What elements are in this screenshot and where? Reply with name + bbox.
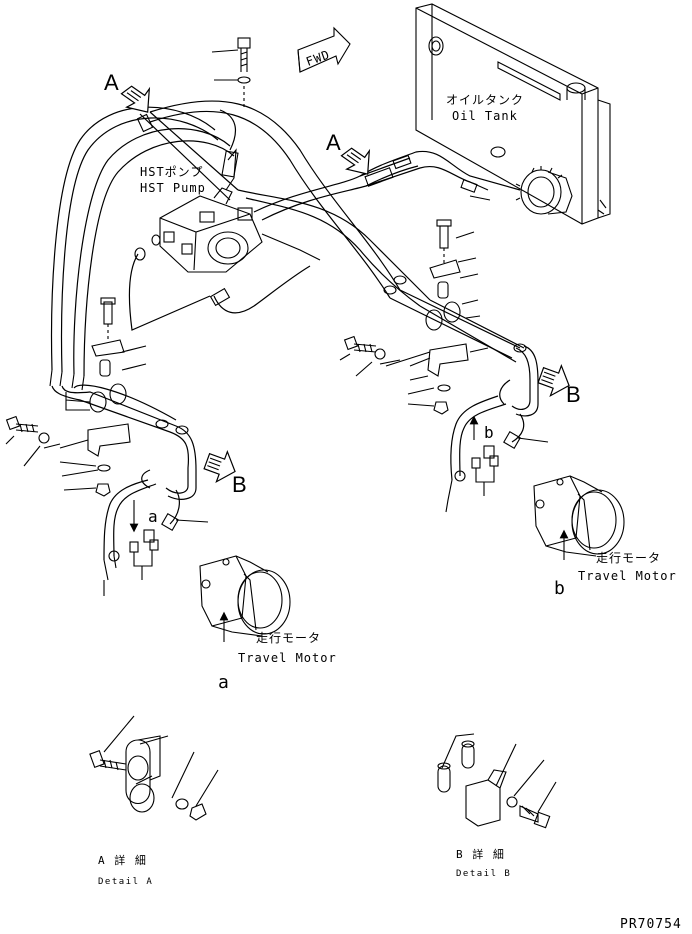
- bolt-top: [211, 37, 251, 108]
- ref-a-left: a: [148, 507, 159, 526]
- drawing-code: PR70754: [620, 917, 682, 932]
- left-fittings: [129, 500, 159, 580]
- detail-a-caption: A 詳 細 Detail A: [98, 853, 153, 887]
- view-arrow-b-left: B: [203, 449, 247, 497]
- svg-text:A: A: [104, 70, 119, 95]
- hose-bundle-right: [149, 100, 525, 363]
- left-bolts: [5, 415, 61, 467]
- travel-motor-b: [533, 475, 625, 560]
- right-clamp-assembly: [407, 219, 489, 415]
- view-arrow-b-right: B: [537, 363, 581, 407]
- right-fittings: [469, 415, 499, 496]
- svg-text:B: B: [566, 382, 581, 407]
- detail-b-drawing: [437, 733, 557, 829]
- svg-text:a: a: [218, 672, 229, 693]
- oil-tank-label: オイルタンク Oil Tank: [446, 93, 524, 123]
- svg-text:オイルタンク: オイルタンク: [446, 93, 524, 107]
- hst-pump-label: HSTポンプ HST Pump: [140, 165, 206, 195]
- svg-text:Travel Motor: Travel Motor: [578, 569, 677, 583]
- svg-text:b: b: [554, 578, 565, 599]
- ref-b-right: b: [484, 423, 495, 442]
- svg-text:Travel Motor: Travel Motor: [238, 651, 337, 665]
- svg-text:FWD: FWD: [304, 47, 332, 69]
- tank-strainer: [515, 166, 573, 215]
- svg-text:B: B: [232, 472, 247, 497]
- travel-motor-a: [199, 555, 291, 642]
- center-bolts: [339, 335, 431, 377]
- detail-b-caption: B 詳 細 Detail B: [456, 847, 511, 879]
- oil-tank: [415, 3, 611, 225]
- svg-text:Detail A: Detail A: [98, 877, 153, 887]
- svg-text:HSTポンプ: HSTポンプ: [140, 165, 203, 179]
- view-arrow-a-left: A: [104, 70, 151, 113]
- svg-text:A 詳 細: A 詳 細: [98, 853, 147, 867]
- svg-text:Oil Tank: Oil Tank: [452, 109, 518, 123]
- svg-text:A: A: [326, 130, 341, 155]
- travel-motor-a-label: 走行モータ Travel Motor a: [218, 631, 337, 693]
- view-arrow-a-right: A: [326, 130, 371, 175]
- detail-a-drawing: [89, 715, 219, 821]
- svg-text:B 詳 細: B 詳 細: [456, 847, 505, 861]
- fwd-arrow: FWD: [297, 26, 351, 73]
- hst-pump: [128, 109, 321, 331]
- svg-text:走行モータ: 走行モータ: [256, 631, 321, 645]
- svg-text:走行モータ: 走行モータ: [596, 551, 661, 565]
- travel-motor-b-label: 走行モータ Travel Motor b: [554, 551, 677, 599]
- svg-text:Detail B: Detail B: [456, 869, 511, 879]
- left-clamp-assembly: [59, 297, 147, 497]
- svg-text:HST Pump: HST Pump: [140, 181, 206, 195]
- hose-bundle-left: [49, 106, 239, 391]
- right-hose-run: [445, 343, 549, 513]
- tank-return-hoses: [253, 150, 521, 221]
- left-hose-run: [51, 384, 209, 596]
